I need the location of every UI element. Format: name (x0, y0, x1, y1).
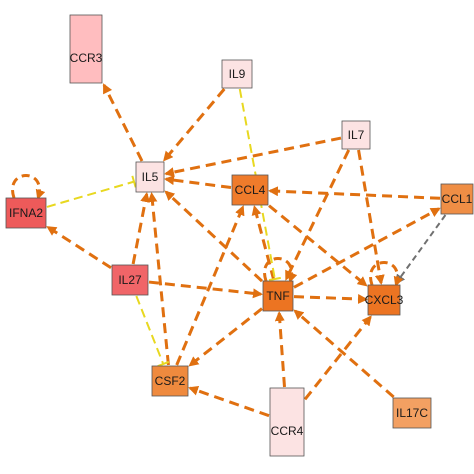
node-label-il7: IL7 (348, 128, 365, 142)
node-box-tnf (262, 280, 294, 312)
edge-il27-to-ifna2 (46, 225, 112, 270)
edge-tnf-to-ccl4 (251, 205, 276, 281)
node-il17c[interactable]: IL17C (392, 397, 432, 429)
node-csf2[interactable]: CSF2 (151, 365, 189, 397)
self-loop-ifna2 (11, 174, 46, 200)
node-label-cxcl3: CXCL3 (365, 293, 404, 307)
edge-il9-to-tnf (238, 88, 276, 280)
edge-ifna2-to-il5 (46, 180, 135, 208)
node-box-ccr4 (269, 387, 305, 457)
edge-il7-to-il5 (164, 136, 342, 178)
edge-il7-to-tnf (284, 149, 351, 281)
edge-ccl1-to-cxcl3 (395, 214, 447, 285)
edge-ccl4-to-il5 (164, 175, 232, 190)
edge-ccr4-to-tnf (274, 311, 286, 388)
node-label-ifna2: IFNA2 (9, 206, 43, 220)
node-label-csf2: CSF2 (155, 374, 186, 388)
self-loops-layer (11, 174, 404, 287)
node-box-ccr3 (69, 14, 103, 84)
node-cxcl3[interactable]: CXCL3 (365, 284, 404, 316)
node-box-ifna2 (5, 197, 47, 229)
node-box-ccl1 (440, 183, 474, 215)
edges-layer (46, 83, 447, 418)
inhibition-bar-tnf (268, 276, 281, 282)
node-box-il27 (111, 264, 149, 296)
node-ccr3[interactable]: CCR3 (69, 14, 103, 84)
node-box-cxcl3 (367, 284, 401, 316)
node-label-ccr3: CCR3 (70, 51, 103, 65)
edge-tnf-to-cxcl3 (293, 294, 368, 305)
node-box-il7 (341, 120, 371, 150)
edge-tnf-to-il5 (164, 190, 264, 283)
node-box-csf2 (151, 365, 189, 397)
edge-ccr4-to-csf2 (188, 385, 270, 418)
edge-tnf-to-ccl1 (293, 207, 441, 289)
edge-tnf-to-csf2 (188, 307, 263, 367)
node-ifna2[interactable]: IFNA2 (5, 197, 47, 229)
node-label-ccr4: CCR4 (271, 424, 304, 438)
node-label-il27: IL27 (118, 273, 142, 287)
node-box-il5 (135, 161, 165, 193)
node-label-il9: IL9 (229, 67, 246, 81)
edge-il17c-to-tnf (293, 309, 395, 399)
node-tnf[interactable]: TNF (262, 280, 294, 312)
node-ccl4[interactable]: CCL4 (231, 174, 269, 206)
node-il9[interactable]: IL9 (221, 59, 253, 89)
edge-il9-to-il5 (163, 88, 226, 162)
node-ccr4[interactable]: CCR4 (269, 387, 305, 457)
node-il7[interactable]: IL7 (341, 120, 371, 150)
node-label-il17c: IL17C (396, 406, 428, 420)
node-ccl1[interactable]: CCL1 (440, 183, 474, 215)
edge-il7-to-cxcl3 (357, 149, 385, 285)
node-label-tnf: TNF (266, 289, 289, 303)
node-label-il5: IL5 (142, 170, 159, 184)
node-label-ccl4: CCL4 (235, 183, 266, 197)
edge-ccr4-to-cxcl3 (303, 315, 372, 401)
edge-il5-to-ccr3 (102, 83, 144, 162)
node-il27[interactable]: IL27 (111, 264, 149, 296)
inhibition-bar-csf2 (157, 360, 170, 368)
self-loop-cxcl3 (369, 261, 404, 287)
node-box-ccl4 (231, 174, 269, 206)
node-label-ccl1: CCL1 (442, 192, 473, 206)
edge-il27-to-csf2 (135, 295, 165, 365)
edge-ccl4-to-cxcl3 (268, 204, 368, 287)
node-il5[interactable]: IL5 (135, 161, 165, 193)
node-box-il17c (392, 397, 432, 429)
edge-il27-to-il5 (131, 192, 151, 265)
edge-csf2-to-il5 (147, 192, 170, 366)
edge-ccl1-to-ccl4 (268, 186, 441, 200)
edge-il27-to-tnf (148, 280, 263, 299)
node-box-il9 (221, 59, 253, 89)
inhibition-bar-il5 (131, 175, 137, 188)
self-loop-tnf (263, 257, 298, 283)
edge-csf2-to-ccl4 (175, 205, 245, 366)
